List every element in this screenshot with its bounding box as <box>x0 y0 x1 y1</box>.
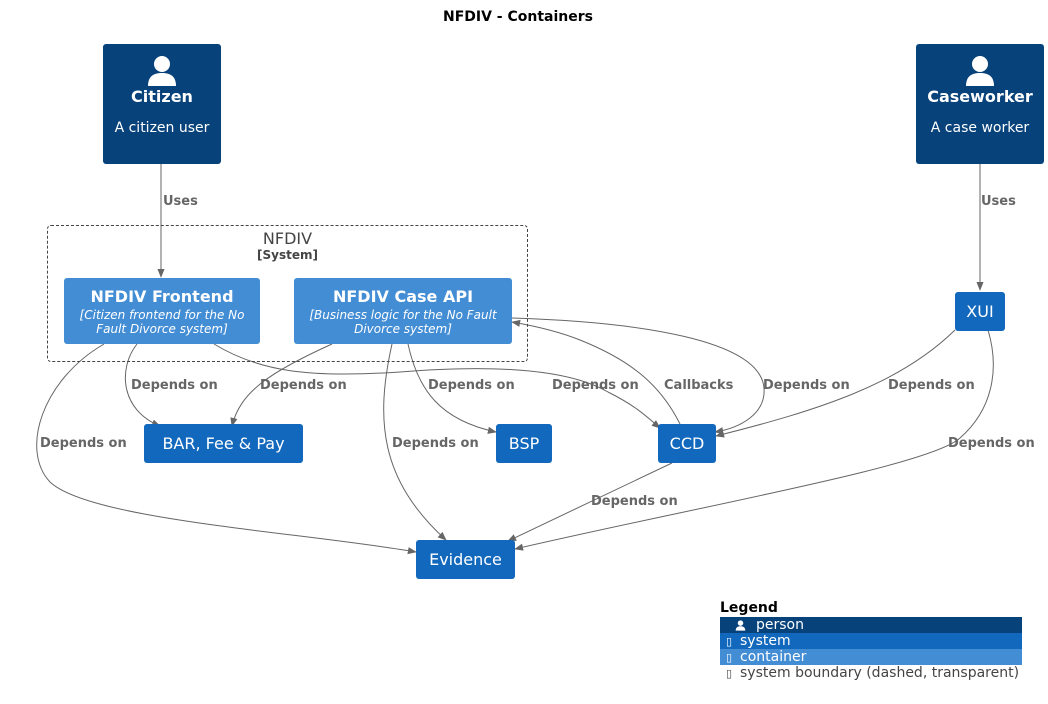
legend-person-label: person <box>756 617 804 633</box>
container-frontend-technology: [Citizen frontend for the No Fault Divor… <box>79 308 245 336</box>
edge-label-frontend-ccd: Depends on <box>552 378 639 393</box>
edge-caseapi-evidence <box>383 343 447 541</box>
square-icon: ▯ <box>726 635 733 648</box>
system-xui[interactable]: XUI <box>955 292 1005 331</box>
legend-container-row: ▯ container <box>720 649 1022 665</box>
system-bar-fee-pay[interactable]: BAR, Fee & Pay <box>144 424 303 463</box>
container-nfdiv-case-api[interactable]: NFDIV Case API [Business logic for the N… <box>294 278 512 344</box>
boundary-nfdiv: NFDIV [System] <box>47 225 528 362</box>
edge-caseapi-ccd <box>511 317 765 435</box>
edge-label-frontend-bar: Depends on <box>131 378 218 393</box>
edge-label-citizen-uses: Uses <box>163 194 198 209</box>
container-case-api-name: NFDIV Case API <box>332 287 474 306</box>
edge-frontend-bar <box>124 343 161 427</box>
edge-label-xui-ccd: Depends on <box>888 378 975 393</box>
edge-label-caseworker-uses: Uses <box>981 194 1016 209</box>
legend-boundary-label: system boundary (dashed, transparent) <box>740 665 1020 681</box>
edge-frontend-ccd <box>213 343 661 429</box>
person-caseworker-name: Caseworker <box>927 87 1033 106</box>
system-evidence[interactable]: Evidence <box>416 540 515 579</box>
square-icon: ▯ <box>726 651 733 664</box>
edge-xui-ccd <box>715 329 956 438</box>
edge-caseapi-bsp <box>407 343 497 434</box>
person-caseworker[interactable]: Caseworker A case worker <box>916 44 1044 164</box>
container-case-api-technology: [Business logic for the No Fault Divorce… <box>309 308 497 336</box>
legend-person-row: person <box>720 617 1022 633</box>
legend-container-label: container <box>740 649 807 665</box>
person-icon <box>735 620 746 631</box>
person-citizen[interactable]: Citizen A citizen user <box>103 44 221 164</box>
edge-frontend-evidence <box>36 343 417 555</box>
edge-label-ccd-callbacks: Callbacks <box>664 378 734 393</box>
edge-label-caseapi-ccd: Depends on <box>763 378 850 393</box>
diagram-title: NFDIV - Containers <box>442 9 593 25</box>
edge-xui-evidence <box>514 329 994 551</box>
person-icon <box>966 56 994 86</box>
edge-ccd-caseapi <box>511 319 681 425</box>
boundary-name: NFDIV <box>262 229 313 248</box>
edge-ccd-evidence <box>507 462 673 542</box>
container-nfdiv-frontend[interactable]: NFDIV Frontend [Citizen frontend for the… <box>64 278 260 344</box>
system-ccd[interactable]: CCD <box>658 424 716 463</box>
person-citizen-description: A citizen user <box>114 120 210 136</box>
square-icon: ▯ <box>726 667 733 680</box>
legend-title: Legend <box>720 600 778 616</box>
edge-label-caseapi-evidence: Depends on <box>392 436 479 451</box>
person-icon <box>148 56 176 86</box>
legend-system-label: system <box>740 633 791 649</box>
person-caseworker-description: A case worker <box>930 120 1030 136</box>
edge-label-caseapi-bsp: Depends on <box>428 378 515 393</box>
edge-caseapi-bar <box>230 343 333 427</box>
container-frontend-name: NFDIV Frontend <box>90 287 234 306</box>
edge-label-xui-evidence: Depends on <box>948 436 1035 451</box>
legend-system-row: ▯ system <box>720 633 1022 649</box>
edge-label-ccd-evidence: Depends on <box>591 494 678 509</box>
system-bsp[interactable]: BSP <box>496 424 552 463</box>
legend-boundary-row: ▯ system boundary (dashed, transparent) <box>720 665 1022 681</box>
edge-label-frontend-evidence: Depends on <box>40 436 127 451</box>
legend: Legend person ▯ system ▯ container ▯ sys… <box>720 600 1022 681</box>
boundary-type: [System] <box>257 248 318 262</box>
edge-label-caseapi-bar: Depends on <box>260 378 347 393</box>
person-citizen-name: Citizen <box>131 87 193 106</box>
